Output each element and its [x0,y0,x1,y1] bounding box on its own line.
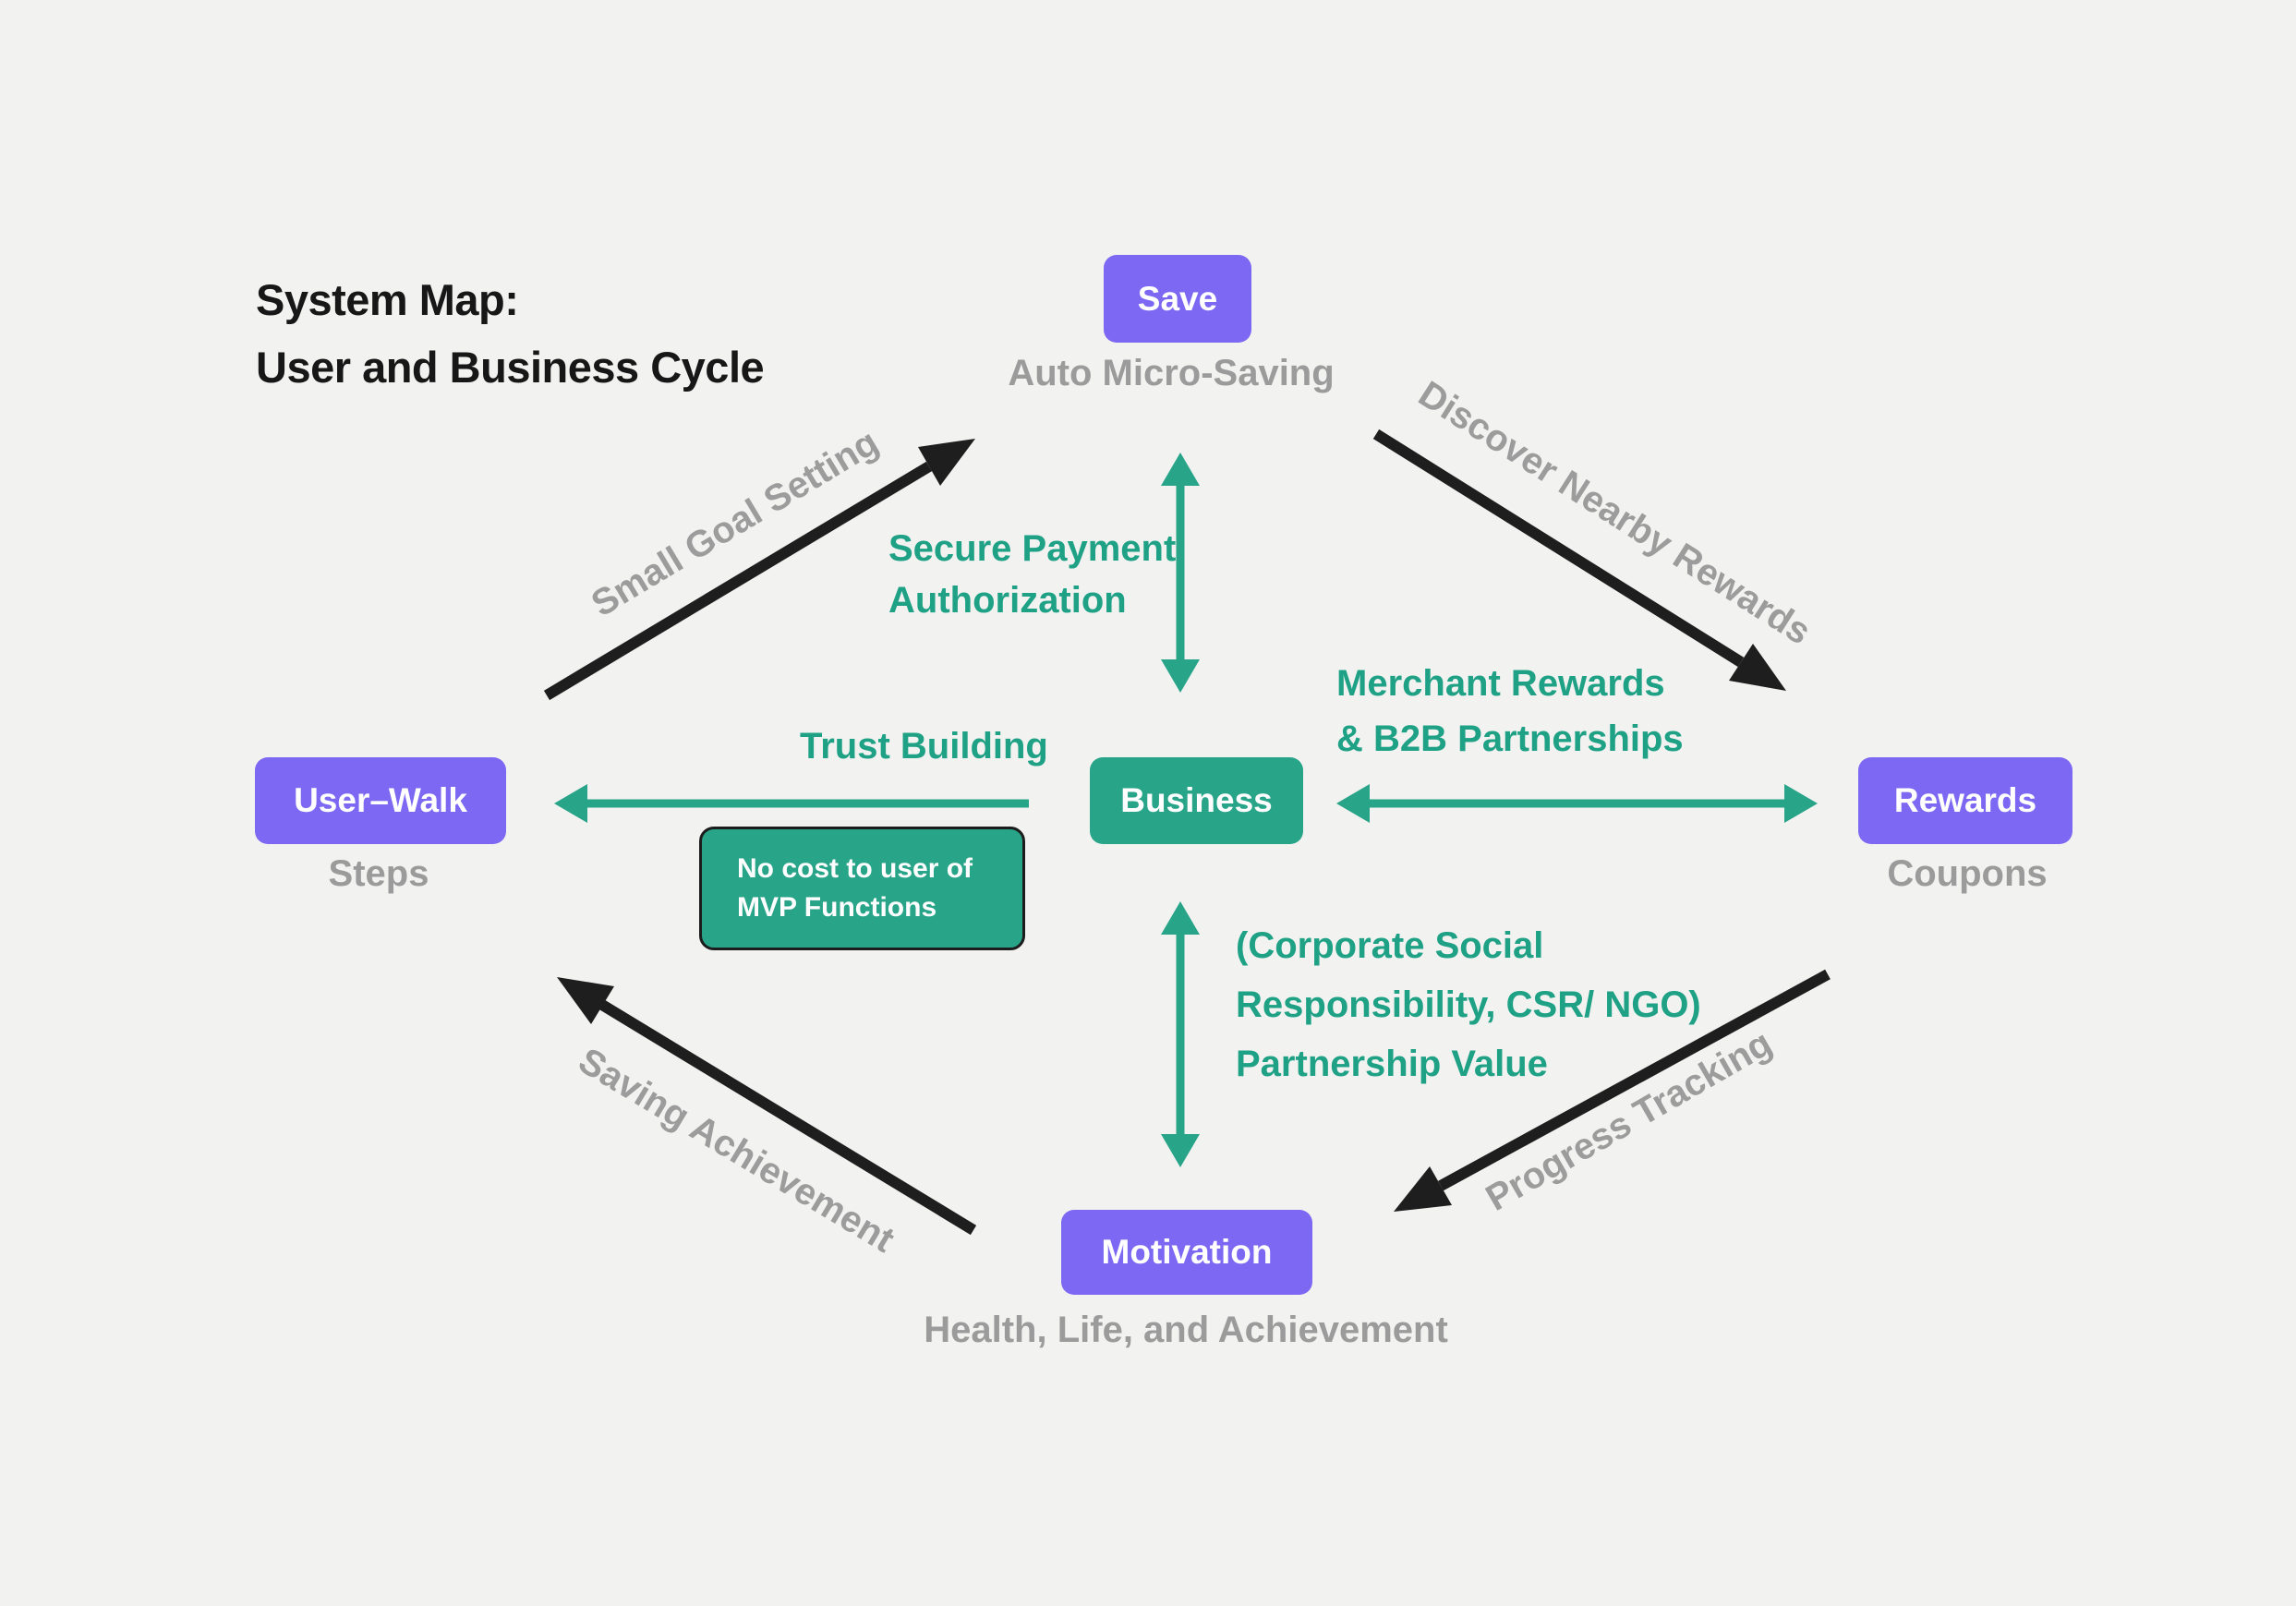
label-secure-payment-authorization: Secure Payment Authorization [888,523,1176,626]
label-merchant-line2: & B2B Partnerships [1336,718,1684,759]
page-title-line1: System Map: [256,275,519,324]
sublabel-auto-micro-saving: Auto Micro-Saving [1008,353,1335,393]
node-business: Business [1090,757,1303,844]
node-rewards-label: Rewards [1893,781,2037,819]
arrow-saving-achievement [557,977,977,1236]
node-save-label: Save [1137,279,1218,318]
sublabel-health-life-achievement: Health, Life, and Achievement [924,1310,1448,1350]
label-merchant-line1: Merchant Rewards [1336,663,1665,704]
no-cost-line2: MVP Functions [737,892,937,923]
label-merchant-rewards-b2b: Merchant Rewards & B2B Partnerships [1336,656,1684,767]
arrow-save-business [1161,453,1200,693]
arrow-business-motivation [1161,901,1200,1167]
page-title: System Map: User and Business Cycle [256,266,765,401]
arrow-business-rewards [1336,784,1818,823]
node-user-walk-label: User–Walk [294,781,467,819]
node-business-label: Business [1120,781,1273,819]
node-motivation: Motivation [1061,1210,1312,1295]
arrow-small-goal-setting [543,439,975,701]
node-save: Save [1104,255,1251,343]
sublabel-steps: Steps [328,853,429,894]
label-csr-partnership-value: (Corporate Social Responsibility, CSR/ N… [1236,916,1701,1093]
node-motivation-label: Motivation [1101,1233,1273,1271]
label-trust-building: Trust Building [800,726,1048,767]
label-csr-line2: Responsibility, CSR/ NGO) [1236,984,1701,1025]
page-title-line2: User and Business Cycle [256,343,765,392]
node-user-walk: User–Walk [255,757,506,844]
arrow-trust-building [554,784,1029,823]
arrow-discover-nearby-rewards [1372,429,1786,691]
sublabel-coupons: Coupons [1887,853,2048,894]
no-cost-line1: No cost to user of [737,853,973,884]
label-secure-payment-line1: Secure Payment [888,528,1177,569]
label-csr-line1: (Corporate Social [1236,925,1544,966]
node-rewards: Rewards [1858,757,2072,844]
label-csr-line3: Partnership Value [1236,1044,1548,1084]
label-secure-payment-line2: Authorization [888,580,1127,621]
arrow-progress-tracking [1394,969,1831,1212]
no-cost-callout: No cost to user of MVP Functions [699,827,1025,950]
